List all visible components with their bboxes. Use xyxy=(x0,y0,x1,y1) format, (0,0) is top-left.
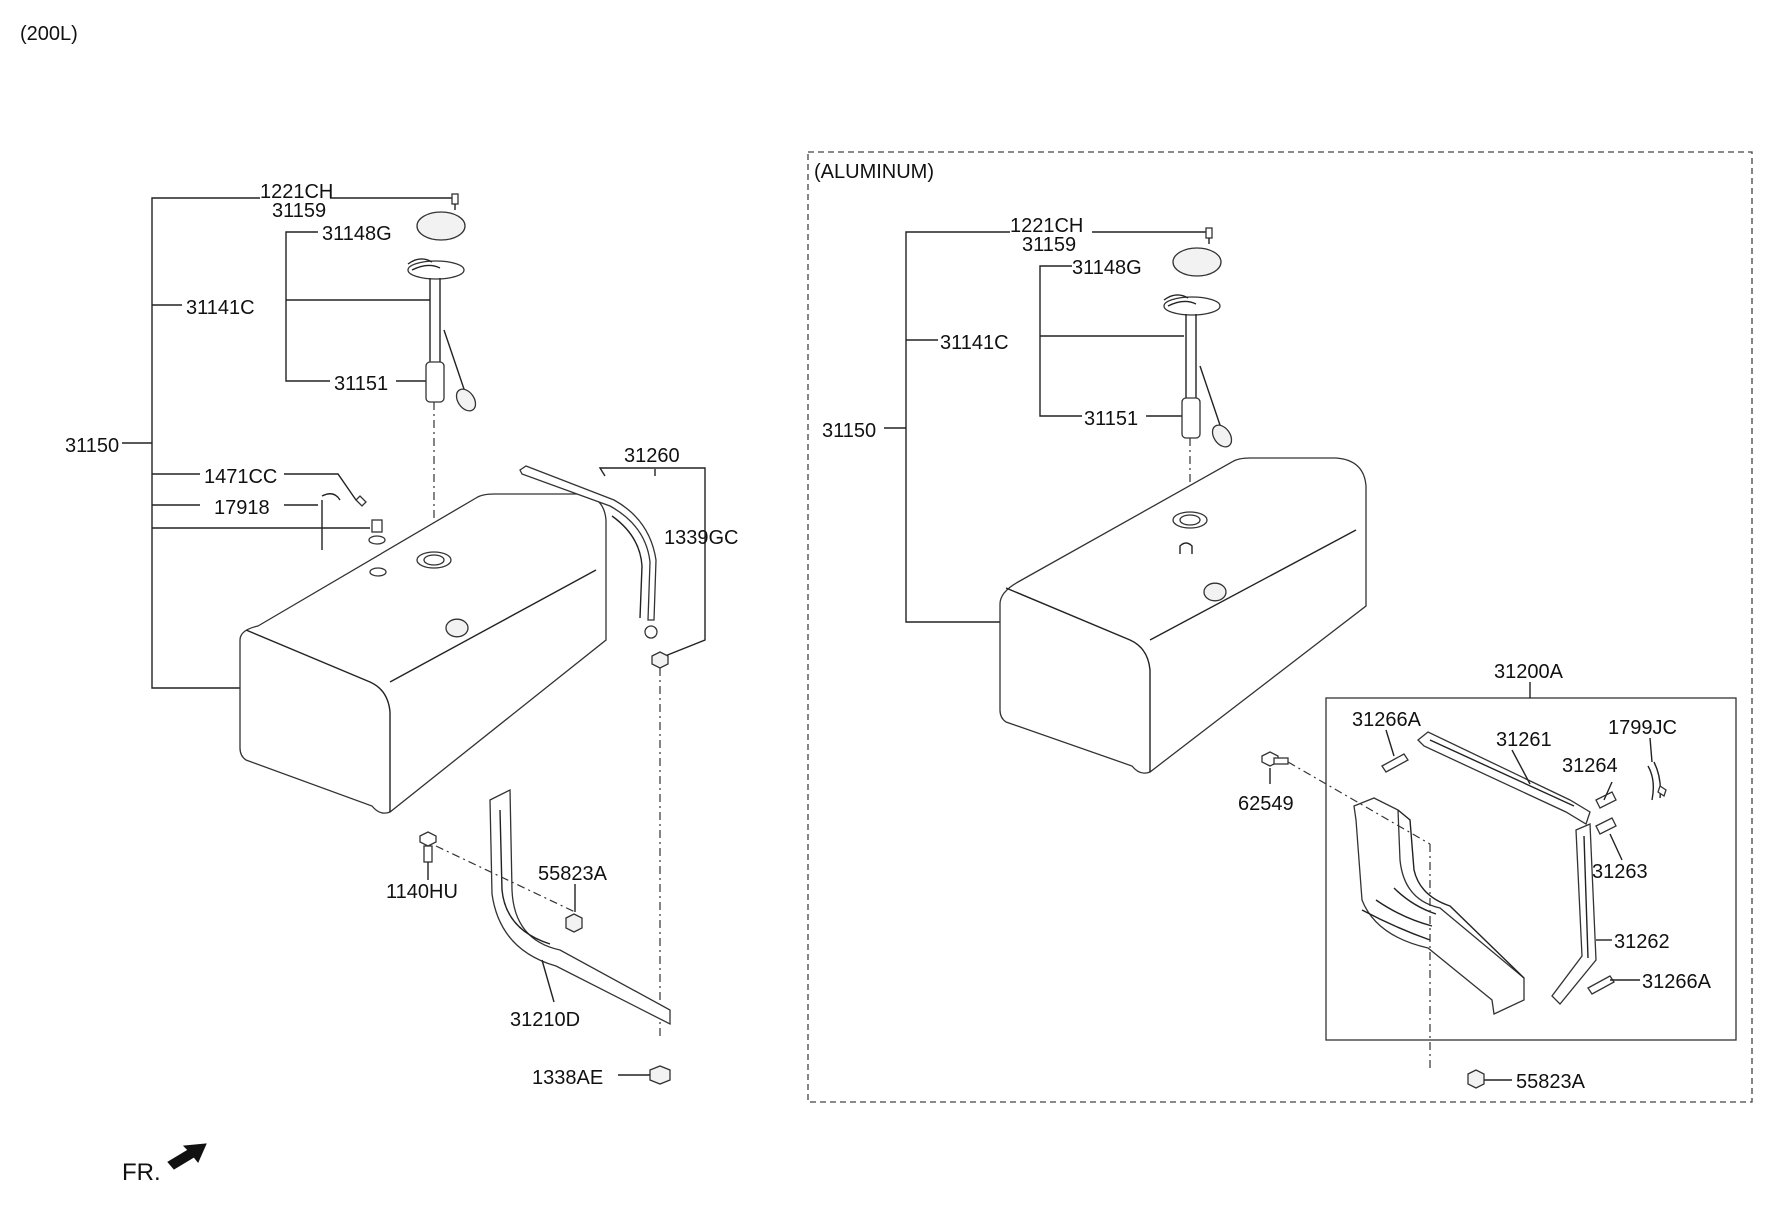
hose-17918-part xyxy=(321,493,341,550)
front-label: FR. xyxy=(122,1159,161,1186)
aluminum-section-title: (ALUMINUM) xyxy=(814,161,934,183)
pin-31266a-top-part xyxy=(1381,753,1409,773)
label-31141c-aluminum: 31141C xyxy=(940,332,1009,354)
label-31151: 31151 xyxy=(334,373,388,395)
label-31260: 31260 xyxy=(624,445,680,467)
bracket-31210d-part xyxy=(489,788,671,1026)
label-31263: 31263 xyxy=(1592,861,1648,883)
label-55823a-aluminum: 55823A xyxy=(1516,1071,1586,1093)
label-31159: 31159 xyxy=(272,200,326,222)
label-31264: 31264 xyxy=(1562,755,1618,777)
label-31200a: 31200A xyxy=(1494,661,1564,683)
label-31150-aluminum: 31150 xyxy=(822,420,876,442)
label-1221ch-aluminum: 1221CH xyxy=(1010,215,1083,237)
label-31266a-top: 31266A xyxy=(1352,709,1422,731)
label-1338ae: 1338AE xyxy=(532,1067,603,1089)
label-31210d: 31210D xyxy=(510,1009,580,1031)
label-31141c: 31141C xyxy=(186,297,255,319)
pin-31266a-bottom-part xyxy=(1587,975,1615,995)
spacer-31263-part xyxy=(1595,817,1617,835)
label-62549: 62549 xyxy=(1238,793,1294,815)
bolt-1140hu-part xyxy=(419,831,437,863)
guard-bracket-part xyxy=(1353,797,1525,1015)
label-1221ch: 1221CH xyxy=(260,181,333,203)
vent-valve-part xyxy=(368,519,386,545)
strap-31261-part xyxy=(1417,731,1591,825)
label-31159-aluminum: 31159 xyxy=(1022,234,1076,256)
label-31262: 31262 xyxy=(1614,931,1670,953)
label-31148g-aluminum: 31148G xyxy=(1072,257,1142,279)
screw-1221ch-part xyxy=(451,193,459,210)
nut-55823a-part xyxy=(1467,1069,1485,1089)
label-31266a-bottom: 31266A xyxy=(1642,971,1712,993)
nut-55823a-part xyxy=(565,913,583,933)
strap-31260-part xyxy=(519,465,658,639)
fuel-tank-31150-part xyxy=(239,493,607,814)
nut-1339gc-part xyxy=(651,651,669,669)
screw-1221ch-part xyxy=(1205,227,1213,244)
bolt-1799jc-part xyxy=(1647,761,1667,801)
label-55823a: 55823A xyxy=(538,863,608,885)
right-assembly xyxy=(884,227,1737,1089)
nut-1338ae-part xyxy=(649,1065,671,1085)
bracket-kit-31200a-box xyxy=(1325,697,1737,1041)
sender-unit-31141c-part xyxy=(407,258,477,412)
bolt-1471cc-part xyxy=(355,495,367,507)
front-arrow-icon xyxy=(167,1143,207,1170)
label-1471cc: 1471CC xyxy=(204,466,277,488)
variant-label: (200L) xyxy=(20,23,78,45)
cap-31148g-part xyxy=(416,211,466,241)
bolt-62549-part xyxy=(1261,751,1289,767)
label-1339gc: 1339GC xyxy=(664,527,739,549)
sender-unit-31141c-part xyxy=(1163,294,1233,448)
left-assembly xyxy=(122,193,706,1085)
aluminum-section-box xyxy=(807,151,1753,1103)
label-1799jc: 1799JC xyxy=(1608,717,1677,739)
strap-31262-part xyxy=(1551,823,1597,1005)
label-31148g: 31148G xyxy=(322,223,392,245)
label-1140hu: 1140HU xyxy=(386,881,458,903)
label-31150: 31150 xyxy=(65,435,119,457)
cap-31148g-part xyxy=(1172,247,1222,277)
label-31151-aluminum: 31151 xyxy=(1084,408,1138,430)
label-31261: 31261 xyxy=(1496,729,1552,751)
label-17918: 17918 xyxy=(214,497,270,519)
aluminum-fuel-tank-31150-part xyxy=(999,457,1367,774)
